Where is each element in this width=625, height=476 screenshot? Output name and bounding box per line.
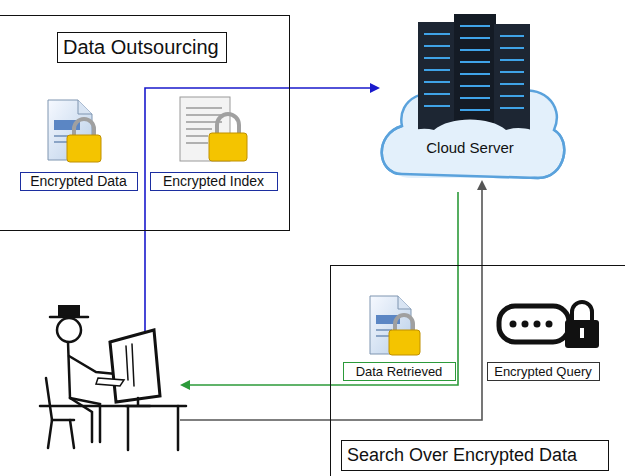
box-label: Encrypted Data [30,173,127,189]
data-label-box: Encrypted Data [20,172,138,191]
upload-arrow [145,88,378,336]
retrieved-label-box: Data Retrieved [343,362,456,381]
box-label: Encrypted Index [163,173,264,189]
panel-heading: Search Over Encrypted Data [341,440,609,471]
box-label: Data Retrieved [356,364,443,379]
retrieve-arrow [182,192,458,385]
cloud-shape [372,12,568,192]
encrypted-query-icon [499,302,599,348]
user-figure [40,305,186,450]
encrypted-document-icon [48,100,101,162]
outsourcing-panel: Data OutsourcingEncrypted Data Encrypted … [0,15,290,231]
query-label-box: Encrypted Query [487,362,600,381]
index-label-box: Encrypted Index [150,172,278,191]
retrieved-document-icon [370,296,420,355]
box-label: Encrypted Query [494,364,592,379]
panel-heading: Data Outsourcing [57,32,227,63]
search-panel: Search Over Encrypted Data Data Retrieved… [330,265,625,476]
cloud-label: Cloud Server [372,139,568,156]
encrypted-index-icon [180,97,247,161]
cloud-server: Cloud Server [372,12,568,192]
query-arrow [180,182,482,420]
